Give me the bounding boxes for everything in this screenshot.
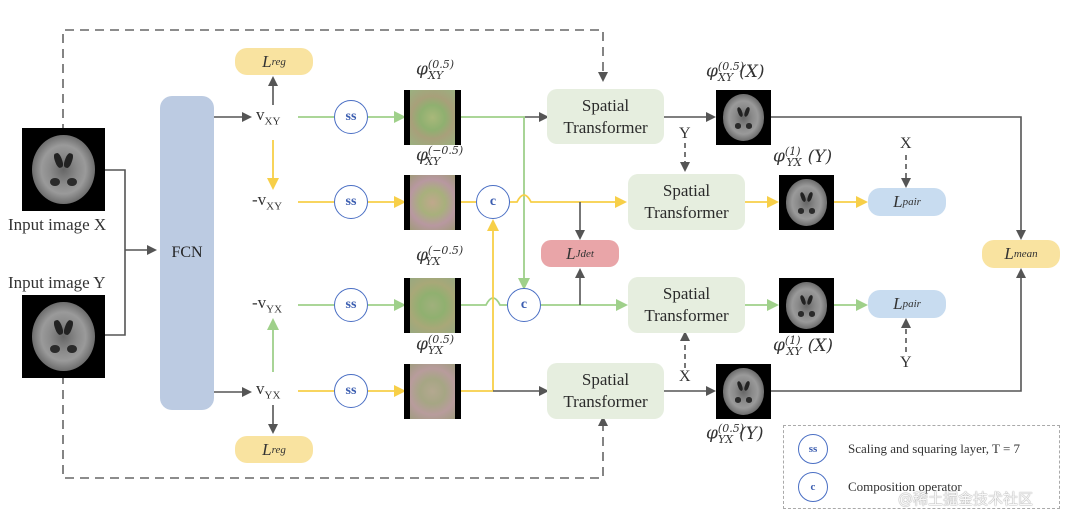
dashed-feedback-loop-bottom: [62, 360, 608, 479]
fcn-block: FCN: [160, 96, 214, 410]
dashed-feedback-loop: [62, 29, 608, 163]
v-yx-label: vYX: [256, 379, 281, 402]
neg-v-yx-label: -vYX: [252, 293, 283, 316]
composition-operator-1: c: [476, 185, 510, 219]
phi-yx-pos-label: φ(0.5)YX: [416, 333, 454, 358]
edge-label-y-st2: Y: [679, 125, 691, 142]
warped-yx-full-y-label: φ(1)YX(Y): [773, 145, 833, 170]
input-image-x: [22, 128, 105, 211]
edge-label-y-pair: Y: [900, 354, 912, 371]
phi-yx-neg-label: φ(−0.5)YX: [416, 244, 464, 269]
warped-image-xy-half-x: [716, 90, 771, 145]
edge-label-x-st3: X: [679, 368, 691, 385]
warped-image-yx-full-y: [779, 175, 834, 230]
legend-c-symbol: c: [798, 472, 828, 502]
fcn-label: FCN: [171, 244, 203, 261]
ss-operator-4: ss: [334, 374, 368, 408]
warped-image-yx-half-y: [716, 364, 771, 419]
input-x-to-fcn: [105, 169, 126, 250]
edge-label-x-pair: X: [900, 135, 912, 152]
ss-operator-3: ss: [334, 288, 368, 322]
watermark: @稀土掘金技术社区: [898, 490, 1034, 508]
v-xy-label: vXY: [256, 105, 281, 128]
warped-xy-half-x-label: φ(0.5)XY(X): [706, 60, 765, 85]
ss-operator-2: ss: [334, 185, 368, 219]
warped-image-xy-full-x: [779, 278, 834, 333]
legend-ss-symbol: ss: [798, 434, 828, 464]
input-image-y-label: Input image Y: [8, 273, 106, 292]
legend: ss Scaling and squaring layer, T = 7 c C…: [783, 425, 1060, 509]
phi-xy-neg-label: φ(−0.5)XY: [416, 144, 464, 169]
phi-xy-pos-field-image: [404, 90, 461, 145]
warped-yx-half-y-label: φ(0.5)YX(Y): [706, 422, 764, 447]
input-y-to-fcn: [105, 250, 126, 336]
input-image-y: [22, 295, 105, 378]
composition-operator-2: c: [507, 288, 541, 322]
input-image-x-label: Input image X: [8, 215, 107, 234]
ss-operator-1: ss: [334, 100, 368, 134]
phi-xy-pos-label: φ(0.5)XY: [416, 58, 454, 83]
phi-yx-pos-field-image: [404, 364, 461, 419]
phi-yx-neg-field-image: [404, 278, 461, 333]
neg-v-xy-label: -vXY: [252, 190, 283, 213]
legend-c-text: Composition operator: [848, 479, 962, 494]
legend-ss-text: Scaling and squaring layer, T = 7: [848, 441, 1021, 456]
warped-xy-full-x-label: φ(1)XY(X): [773, 334, 833, 359]
phi-xy-neg-field-image: [404, 175, 461, 230]
